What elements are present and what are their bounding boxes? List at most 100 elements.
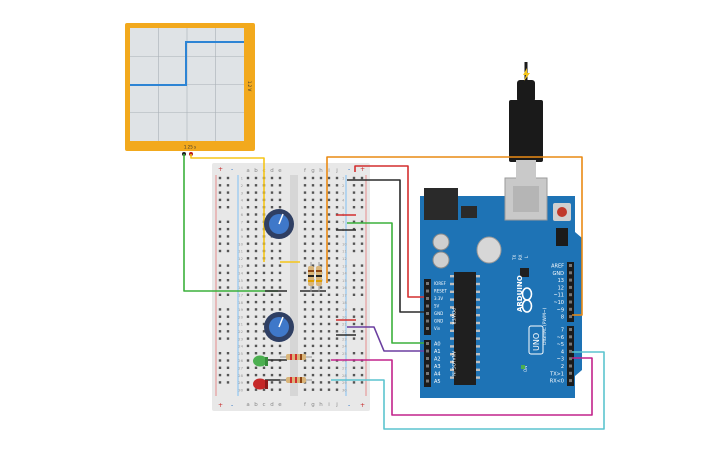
rail-hole[interactable] — [352, 191, 356, 194]
breadboard-hole[interactable] — [246, 388, 250, 391]
breadboard-hole[interactable] — [335, 264, 339, 267]
breadboard-hole[interactable] — [327, 206, 331, 209]
breadboard-hole[interactable] — [303, 366, 307, 369]
wire-black-gnd[interactable] — [347, 179, 424, 313]
breadboard-hole[interactable] — [262, 337, 266, 340]
breadboard-hole[interactable] — [311, 264, 315, 267]
breadboard-hole[interactable] — [327, 176, 331, 180]
breadboard-hole[interactable] — [262, 330, 266, 333]
breadboard-hole[interactable] — [246, 279, 250, 282]
rail-hole[interactable] — [352, 286, 356, 289]
breadboard-hole[interactable] — [262, 315, 266, 318]
breadboard-hole[interactable] — [335, 315, 339, 318]
breadboard-hole[interactable] — [311, 249, 315, 253]
breadboard-hole[interactable] — [278, 184, 282, 187]
rail-hole[interactable] — [218, 322, 222, 326]
rail-hole[interactable] — [360, 227, 364, 231]
breadboard-hole[interactable] — [327, 191, 331, 194]
breadboard-hole[interactable] — [335, 242, 339, 245]
breadboard-hole[interactable] — [311, 308, 315, 311]
rail-hole[interactable] — [218, 176, 222, 180]
breadboard-hole[interactable] — [327, 286, 331, 289]
rail-hole[interactable] — [352, 337, 356, 340]
rail-hole[interactable] — [218, 381, 222, 384]
breadboard-hole[interactable] — [327, 344, 331, 348]
breadboard-hole[interactable] — [246, 264, 250, 267]
breadboard-hole[interactable] — [262, 352, 266, 355]
breadboard-hole[interactable] — [278, 176, 282, 180]
breadboard-hole[interactable] — [278, 308, 282, 311]
breadboard-hole[interactable] — [327, 235, 331, 238]
rail-hole[interactable] — [226, 366, 230, 369]
breadboard-hole[interactable] — [303, 198, 307, 202]
breadboard-hole[interactable] — [278, 286, 282, 289]
breadboard-hole[interactable] — [311, 184, 315, 187]
rail-hole[interactable] — [218, 249, 222, 253]
rail-hole[interactable] — [360, 279, 364, 282]
rail-hole[interactable] — [218, 242, 222, 245]
breadboard-hole[interactable] — [327, 352, 331, 355]
power-pin[interactable] — [426, 282, 429, 285]
rail-hole[interactable] — [226, 322, 230, 326]
digital-pin-header-bottom[interactable] — [567, 326, 574, 386]
digital-pin[interactable] — [569, 285, 572, 289]
rail-hole[interactable] — [218, 359, 222, 362]
breadboard-hole[interactable] — [262, 286, 266, 289]
rail-hole[interactable] — [360, 286, 364, 289]
arduino-uno[interactable]: ARDUINO UNO ON TX RX L POWER ANALOG IN D… — [420, 177, 582, 398]
breadboard-hole[interactable] — [311, 191, 315, 194]
breadboard-hole[interactable] — [311, 176, 315, 180]
rail-hole[interactable] — [352, 352, 356, 355]
digital-pin[interactable] — [569, 349, 572, 353]
breadboard-hole[interactable] — [254, 249, 258, 253]
resistor-vertical-2[interactable] — [316, 262, 322, 292]
rail-hole[interactable] — [226, 337, 230, 340]
breadboard-hole[interactable] — [311, 359, 315, 362]
breadboard-hole[interactable] — [254, 213, 258, 216]
breadboard-hole[interactable] — [327, 264, 331, 267]
rail-hole[interactable] — [226, 352, 230, 355]
breadboard-hole[interactable] — [303, 242, 307, 245]
breadboard-hole[interactable] — [254, 344, 258, 348]
breadboard-hole[interactable] — [254, 279, 258, 282]
breadboard-hole[interactable] — [262, 388, 266, 391]
analog-pin[interactable] — [426, 342, 429, 345]
breadboard-hole[interactable] — [311, 381, 315, 384]
breadboard-hole[interactable] — [270, 249, 274, 253]
breadboard-hole[interactable] — [254, 308, 258, 311]
breadboard-hole[interactable] — [319, 373, 323, 377]
breadboard-hole[interactable] — [246, 257, 250, 260]
breadboard-hole[interactable] — [262, 344, 266, 348]
breadboard-hole[interactable] — [254, 366, 258, 369]
wire-yellow-probe[interactable] — [190, 154, 265, 262]
breadboard-hole[interactable] — [319, 381, 323, 384]
breadboard-hole[interactable] — [335, 330, 339, 333]
breadboard-hole[interactable] — [278, 366, 282, 369]
rail-hole[interactable] — [218, 308, 222, 311]
breadboard-hole[interactable] — [311, 330, 315, 333]
breadboard-hole[interactable] — [319, 227, 323, 231]
rail-hole[interactable] — [226, 249, 230, 253]
breadboard-hole[interactable] — [319, 300, 323, 304]
rail-hole[interactable] — [226, 206, 230, 209]
breadboard-hole[interactable] — [335, 220, 339, 223]
breadboard-hole[interactable] — [303, 220, 307, 223]
breadboard-hole[interactable] — [246, 249, 250, 253]
breadboard-hole[interactable] — [254, 322, 258, 326]
rail-hole[interactable] — [218, 352, 222, 355]
breadboard-hole[interactable] — [335, 293, 339, 296]
breadboard-hole[interactable] — [254, 176, 258, 180]
rail-hole[interactable] — [360, 308, 364, 311]
breadboard-hole[interactable] — [319, 206, 323, 209]
breadboard-hole[interactable] — [262, 366, 266, 369]
wire-magenta-pin5[interactable] — [331, 357, 593, 416]
breadboard-hole[interactable] — [278, 206, 282, 209]
wire-red-5v[interactable] — [354, 165, 424, 298]
rail-hole[interactable] — [226, 176, 230, 180]
digital-pin-header-top[interactable] — [567, 262, 574, 322]
breadboard-hole[interactable] — [246, 322, 250, 326]
breadboard-hole[interactable] — [246, 381, 250, 384]
breadboard-hole[interactable] — [262, 293, 266, 296]
rail-hole[interactable] — [226, 308, 230, 311]
breadboard-hole[interactable] — [335, 322, 339, 326]
